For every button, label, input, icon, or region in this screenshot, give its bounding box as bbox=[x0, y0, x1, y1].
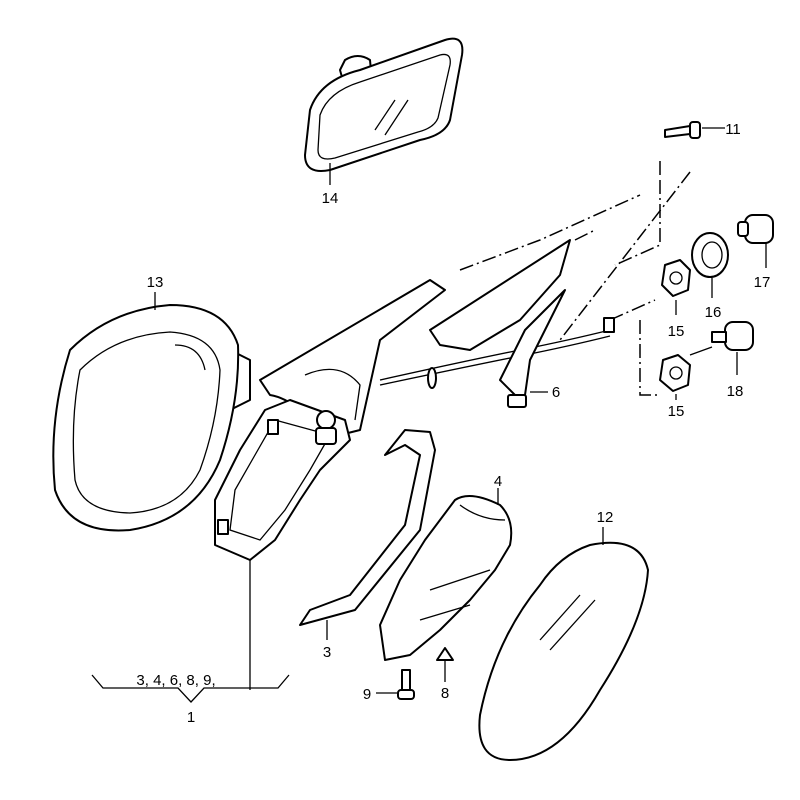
part-18-adjuster-pin bbox=[711, 321, 754, 375]
label-4: 4 bbox=[494, 473, 502, 490]
label-13: 13 bbox=[147, 274, 164, 291]
part-4-lower-cap bbox=[379, 488, 513, 661]
part-3-seal-strip bbox=[299, 429, 436, 640]
label-14: 14 bbox=[322, 190, 339, 207]
part-14-interior-mirror bbox=[304, 37, 464, 185]
label-3: 3 bbox=[323, 644, 331, 661]
part-6-trim bbox=[499, 289, 566, 408]
label-18: 18 bbox=[727, 383, 744, 400]
label-6: 6 bbox=[552, 384, 560, 401]
part-15-adjuster-nut-lower bbox=[659, 346, 713, 400]
part-12-mirror-glass bbox=[478, 527, 649, 761]
label-17: 17 bbox=[754, 274, 771, 291]
label-9: 9 bbox=[363, 686, 371, 703]
part-11-screw bbox=[664, 121, 725, 139]
part-15-adjuster-nut-upper bbox=[661, 259, 691, 315]
part-1-mirror-bracket bbox=[214, 399, 351, 690]
label-16: 16 bbox=[705, 304, 722, 321]
label-12: 12 bbox=[597, 509, 614, 526]
part-16-grommet bbox=[691, 232, 729, 298]
assembly-bracket bbox=[91, 674, 290, 703]
assembly-guide-lines bbox=[459, 158, 691, 396]
label-8: 8 bbox=[441, 685, 449, 702]
part-13-mirror-housing bbox=[52, 292, 251, 532]
part-8-clip bbox=[436, 647, 454, 682]
part-17-cap bbox=[737, 214, 774, 268]
label-assembly-contents: 3, 4, 6, 8, 9, bbox=[136, 672, 215, 689]
part-9-screw bbox=[376, 669, 415, 700]
label-11: 11 bbox=[725, 121, 741, 138]
label-15-upper: 15 bbox=[668, 323, 685, 340]
label-15-lower: 15 bbox=[668, 403, 685, 420]
label-1: 1 bbox=[187, 709, 195, 726]
